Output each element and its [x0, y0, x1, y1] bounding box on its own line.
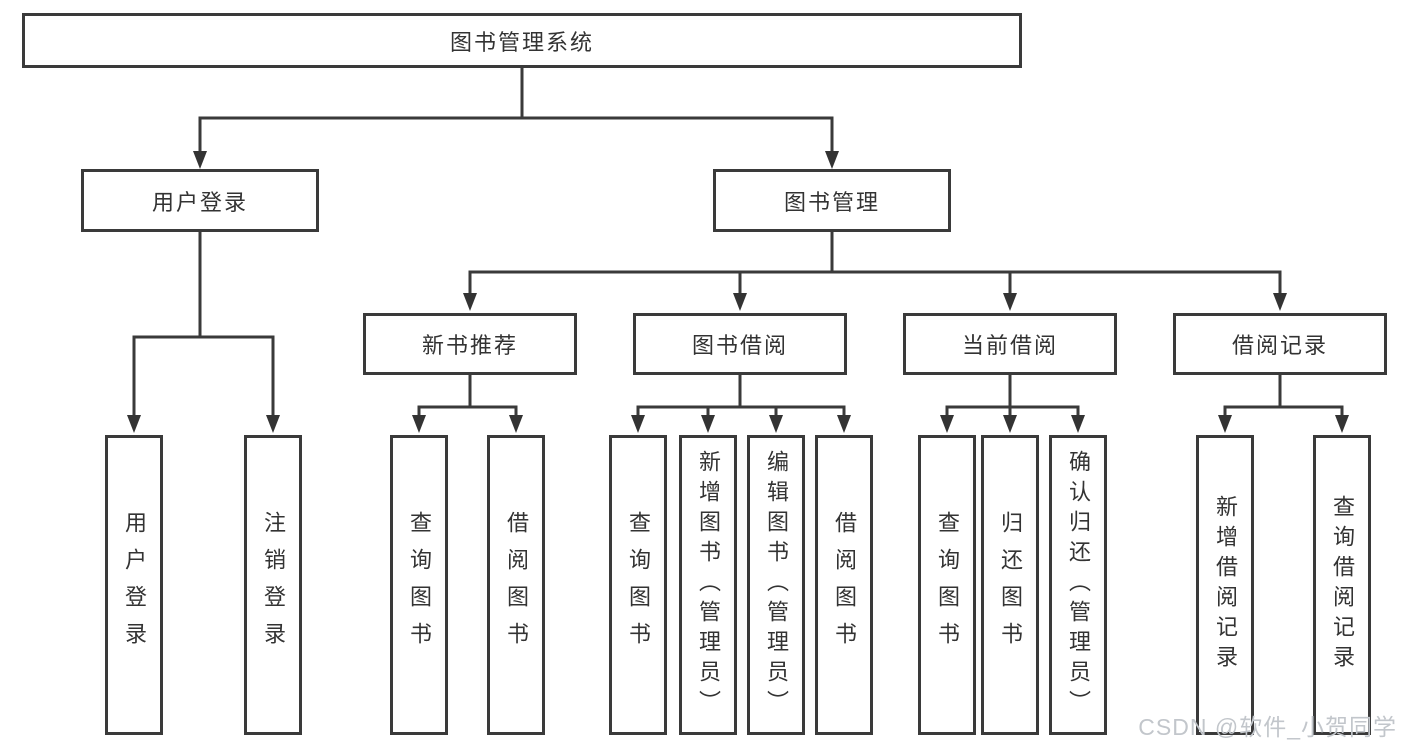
leaf-query-books-recommend: 查询图书: [390, 435, 448, 735]
leaf-query-borrow-record: 查询借阅记录: [1313, 435, 1371, 735]
arrowhead: [701, 415, 715, 433]
arrowhead: [1218, 415, 1232, 433]
leaf-confirm-return-admin: 确认归还（管理员）: [1049, 435, 1107, 735]
leaf-edit-books-admin: 编辑图书（管理员）: [747, 435, 805, 735]
leaf-logout: 注销登录: [244, 435, 302, 735]
arrowhead: [1003, 293, 1017, 311]
leaf-borrow-books-recommend: 借阅图书: [487, 435, 545, 735]
node-book-management: 图书管理: [713, 169, 951, 232]
arrowhead: [631, 415, 645, 433]
arrowhead: [733, 293, 747, 311]
node-new-book-recommendation: 新书推荐: [363, 313, 577, 375]
leaf-return-books: 归还图书: [981, 435, 1039, 735]
arrowhead: [1003, 415, 1017, 433]
arrowhead: [193, 151, 207, 169]
arrowhead: [825, 151, 839, 169]
leaf-add-borrow-record: 新增借阅记录: [1196, 435, 1254, 735]
node-borrowing-records: 借阅记录: [1173, 313, 1387, 375]
arrowhead: [1335, 415, 1349, 433]
node-user-login-branch: 用户登录: [81, 169, 319, 232]
arrowhead: [1071, 415, 1085, 433]
arrowhead: [769, 415, 783, 433]
node-library-system: 图书管理系统: [22, 13, 1022, 68]
arrowhead: [266, 415, 280, 433]
leaf-query-books-current: 查询图书: [918, 435, 976, 735]
arrowhead: [412, 415, 426, 433]
arrowhead: [127, 415, 141, 433]
leaf-add-books-admin: 新增图书（管理员）: [679, 435, 737, 735]
arrowhead: [837, 415, 851, 433]
leaf-user-login: 用户登录: [105, 435, 163, 735]
csdn-watermark: CSDN @软件_小贺同学: [1138, 714, 1397, 740]
node-current-borrowing: 当前借阅: [903, 313, 1117, 375]
node-book-borrowing: 图书借阅: [633, 313, 847, 375]
arrowhead: [940, 415, 954, 433]
leaf-query-books-borrowing: 查询图书: [609, 435, 667, 735]
arrowhead: [509, 415, 523, 433]
arrowhead: [463, 293, 477, 311]
leaf-borrow-books: 借阅图书: [815, 435, 873, 735]
arrowhead: [1273, 293, 1287, 311]
